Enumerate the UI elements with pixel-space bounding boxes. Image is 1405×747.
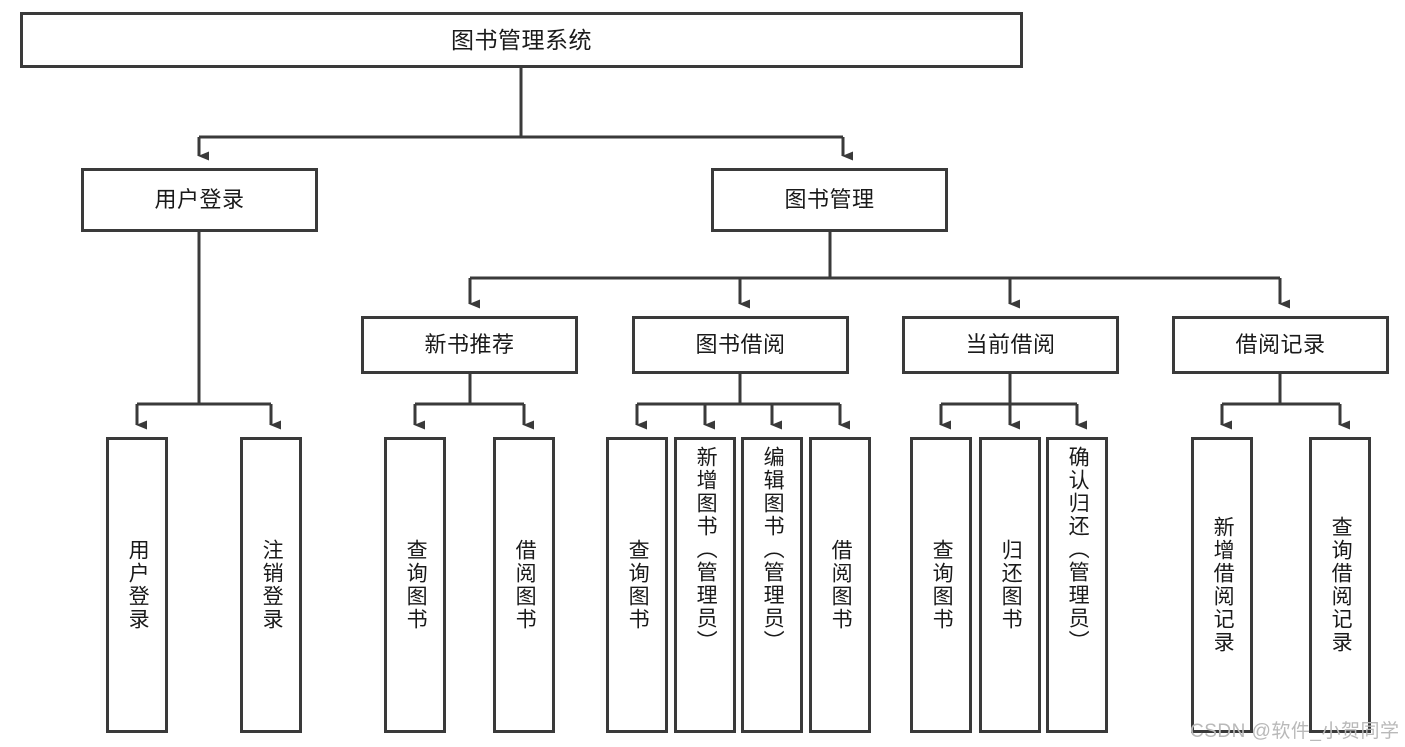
node-label: 查询图书: [404, 539, 428, 631]
node-label: 新增借阅记录: [1211, 516, 1235, 654]
node-label: 图书借阅: [695, 332, 786, 358]
node-label: 借阅图书: [513, 539, 537, 631]
node-user-login[interactable]: 用户登录: [81, 168, 318, 232]
leaf-query-borrow-record[interactable]: 查询借阅记录: [1309, 437, 1371, 733]
node-label: 借阅记录: [1235, 332, 1326, 358]
leaf-add-book-admin[interactable]: 新增图书（管理员）: [674, 437, 736, 733]
node-label: 查询借阅记录: [1329, 516, 1353, 654]
node-book-management-system[interactable]: 图书管理系统: [20, 12, 1023, 68]
node-label: 图书管理: [784, 187, 875, 213]
leaf-borrow-book-borrow[interactable]: 借阅图书: [809, 437, 871, 733]
node-label: 用户登录: [154, 187, 245, 213]
node-label: 查询图书: [930, 539, 954, 631]
leaf-edit-book-admin[interactable]: 编辑图书（管理员）: [741, 437, 803, 733]
node-label: 新书推荐: [424, 332, 515, 358]
node-label: 编辑图书（管理员）: [761, 446, 785, 653]
node-current-borrowing[interactable]: 当前借阅: [902, 316, 1119, 374]
leaf-query-book-current[interactable]: 查询图书: [910, 437, 972, 733]
node-book-borrowing[interactable]: 图书借阅: [632, 316, 849, 374]
node-label: 确认归还（管理员）: [1066, 446, 1090, 653]
leaf-user-logout[interactable]: 注销登录: [240, 437, 302, 733]
node-label: 图书管理系统: [451, 26, 592, 53]
leaf-confirm-return-admin[interactable]: 确认归还（管理员）: [1046, 437, 1108, 733]
node-label: 用户登录: [126, 539, 150, 631]
node-label: 归还图书: [999, 539, 1023, 631]
leaf-return-book[interactable]: 归还图书: [979, 437, 1041, 733]
leaf-user-login[interactable]: 用户登录: [106, 437, 168, 733]
node-book-management[interactable]: 图书管理: [711, 168, 948, 232]
leaf-query-book-borrow[interactable]: 查询图书: [606, 437, 668, 733]
node-label: 查询图书: [626, 539, 650, 631]
node-borrowing-records[interactable]: 借阅记录: [1172, 316, 1389, 374]
leaf-borrow-book-new[interactable]: 借阅图书: [493, 437, 555, 733]
node-label: 借阅图书: [829, 539, 853, 631]
leaf-add-borrow-record[interactable]: 新增借阅记录: [1191, 437, 1253, 733]
node-label: 注销登录: [260, 539, 284, 631]
node-new-book-recommendation[interactable]: 新书推荐: [361, 316, 578, 374]
leaf-query-book-new[interactable]: 查询图书: [384, 437, 446, 733]
csdn-watermark: CSDN @软件_小贺同学: [1190, 721, 1400, 742]
node-label: 当前借阅: [965, 332, 1056, 358]
node-label: 新增图书（管理员）: [694, 446, 718, 653]
